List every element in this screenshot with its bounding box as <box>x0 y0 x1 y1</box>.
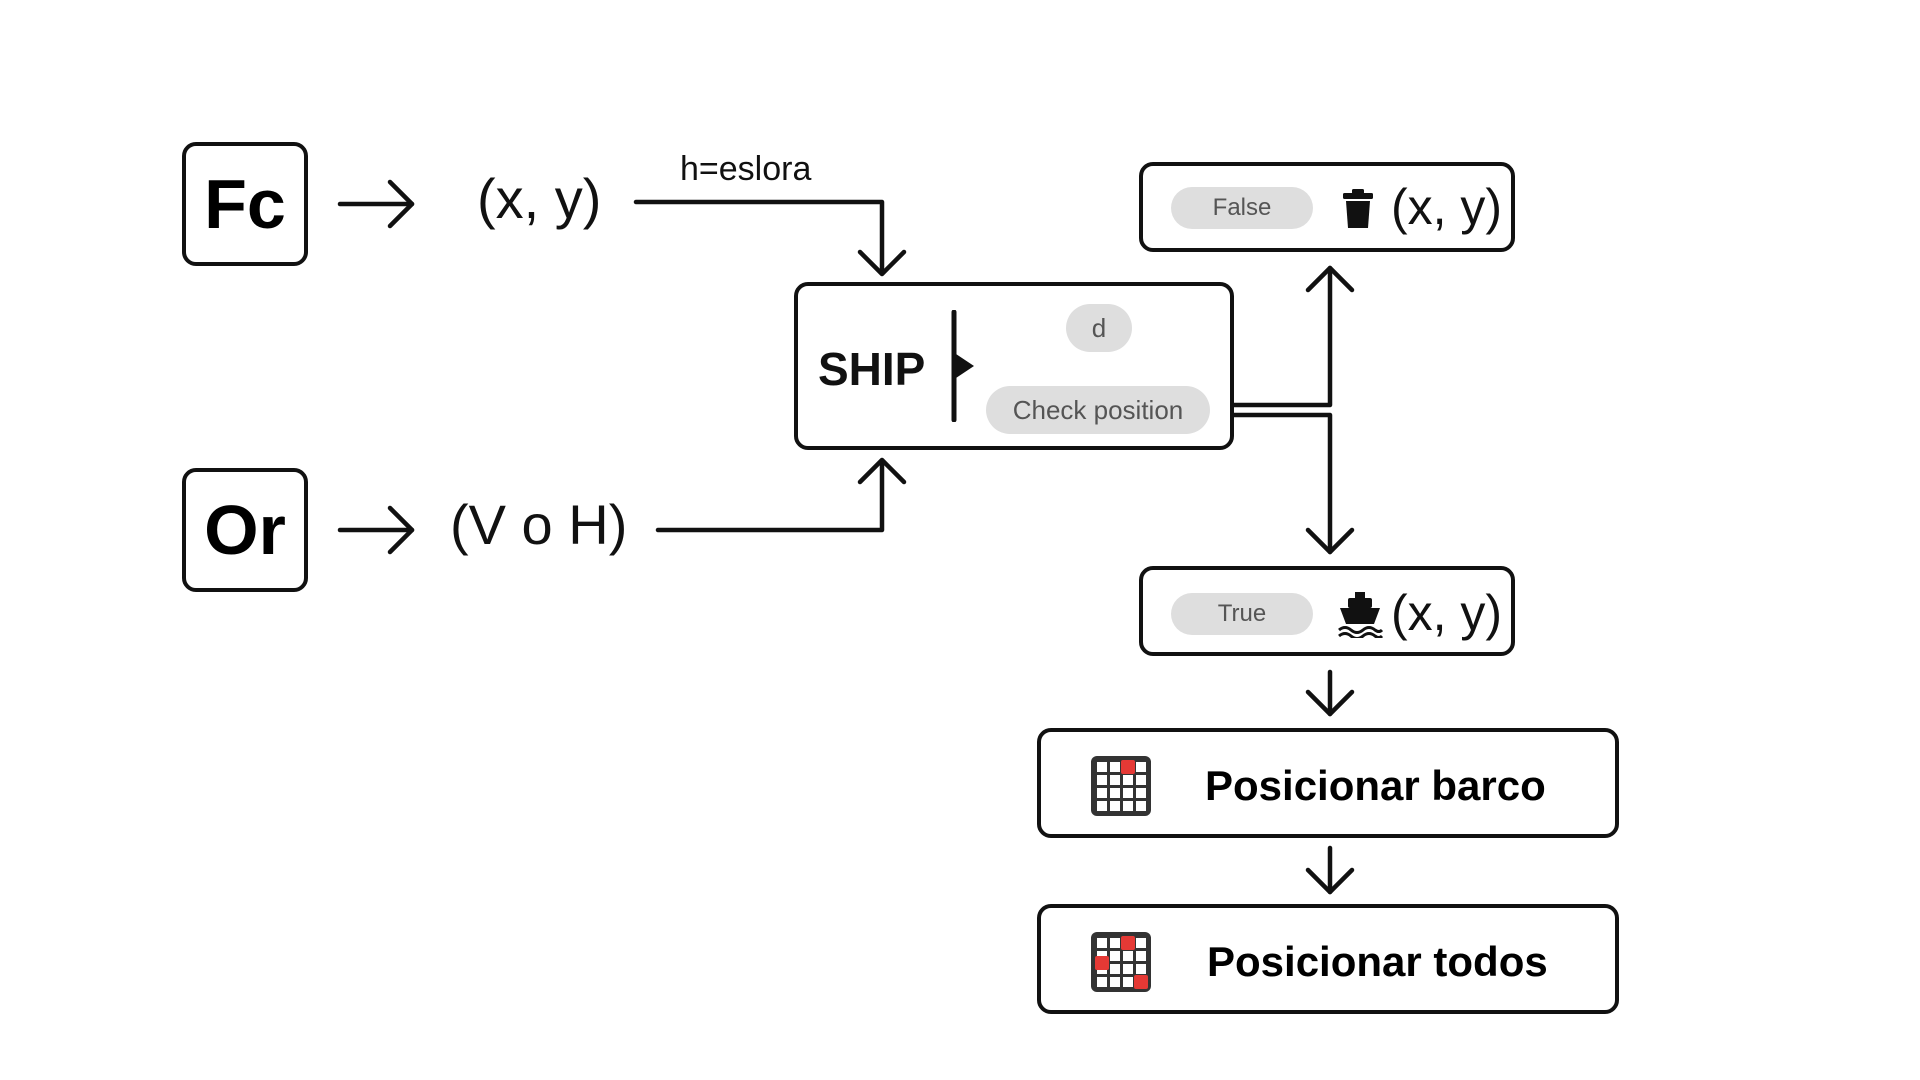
place-to-all-connector <box>1305 845 1355 895</box>
ship-separator-marker <box>951 310 974 422</box>
or-value: (V o H) <box>450 493 628 556</box>
place-all-button[interactable]: Posicionar todos <box>1037 904 1619 1014</box>
false-value: (x, y) <box>1391 179 1503 235</box>
fc-arrow <box>337 179 415 229</box>
ship-icon <box>1338 592 1383 638</box>
fc-node: Fc <box>182 142 308 266</box>
or-node: Or <box>182 468 308 592</box>
fc-value: (x, y) <box>477 167 602 230</box>
true-value: (x, y) <box>1391 585 1503 641</box>
orientation-to-ship-connector <box>655 457 907 533</box>
check-position-pill: Check position <box>986 386 1210 434</box>
or-arrow <box>337 505 415 555</box>
ship-param-pill: d <box>1066 304 1132 352</box>
grid-icon <box>1091 756 1151 816</box>
fc-node-label: Fc <box>204 165 286 243</box>
or-node-label: Or <box>204 491 286 569</box>
true-to-place-connector <box>1305 669 1355 717</box>
ship-title: SHIP <box>818 343 926 395</box>
false-pill: False <box>1171 187 1313 229</box>
false-outcome-node: False (x, y) <box>1139 162 1515 252</box>
ship-node: SHIP d Check position <box>794 282 1234 450</box>
place-ship-label: Posicionar barco <box>1205 762 1546 809</box>
true-pill: True <box>1171 593 1313 635</box>
grid-icon <box>1091 932 1151 992</box>
trash-icon <box>1343 189 1373 228</box>
place-all-label: Posicionar todos <box>1207 938 1548 985</box>
length-label: h=eslora <box>680 150 812 188</box>
coord-to-ship-connector <box>633 199 907 277</box>
place-ship-button[interactable]: Posicionar barco <box>1037 728 1619 838</box>
check-to-true-connector <box>1211 412 1355 555</box>
check-to-false-connector <box>1211 265 1355 408</box>
true-outcome-node: True (x, y) <box>1139 566 1515 656</box>
